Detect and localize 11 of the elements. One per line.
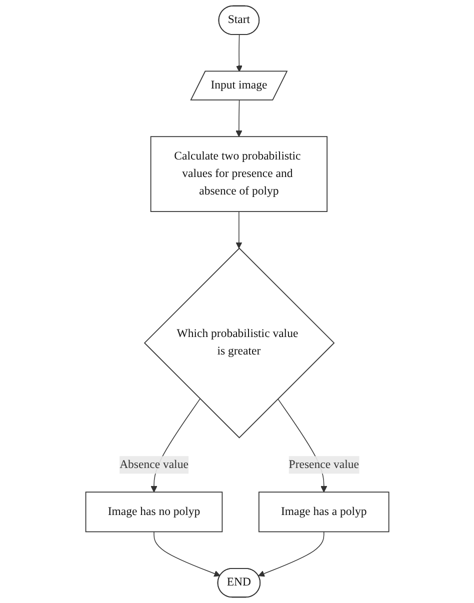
arrow: [235, 100, 242, 137]
node-diamond: Which probabilistic value is greater: [144, 248, 334, 438]
node-box: Calculate two probabilistic values for presence and absence of polyp: [150, 136, 328, 212]
edge-label: Absence value: [119, 458, 188, 471]
arrow: [235, 211, 242, 249]
arrow: [258, 531, 324, 577]
arrow: [153, 531, 220, 577]
node-box: Image has no polyp: [85, 492, 222, 532]
arrow: [236, 34, 242, 72]
node-box: Image has a polyp: [258, 492, 389, 532]
edge-label: Presence value: [288, 458, 359, 471]
